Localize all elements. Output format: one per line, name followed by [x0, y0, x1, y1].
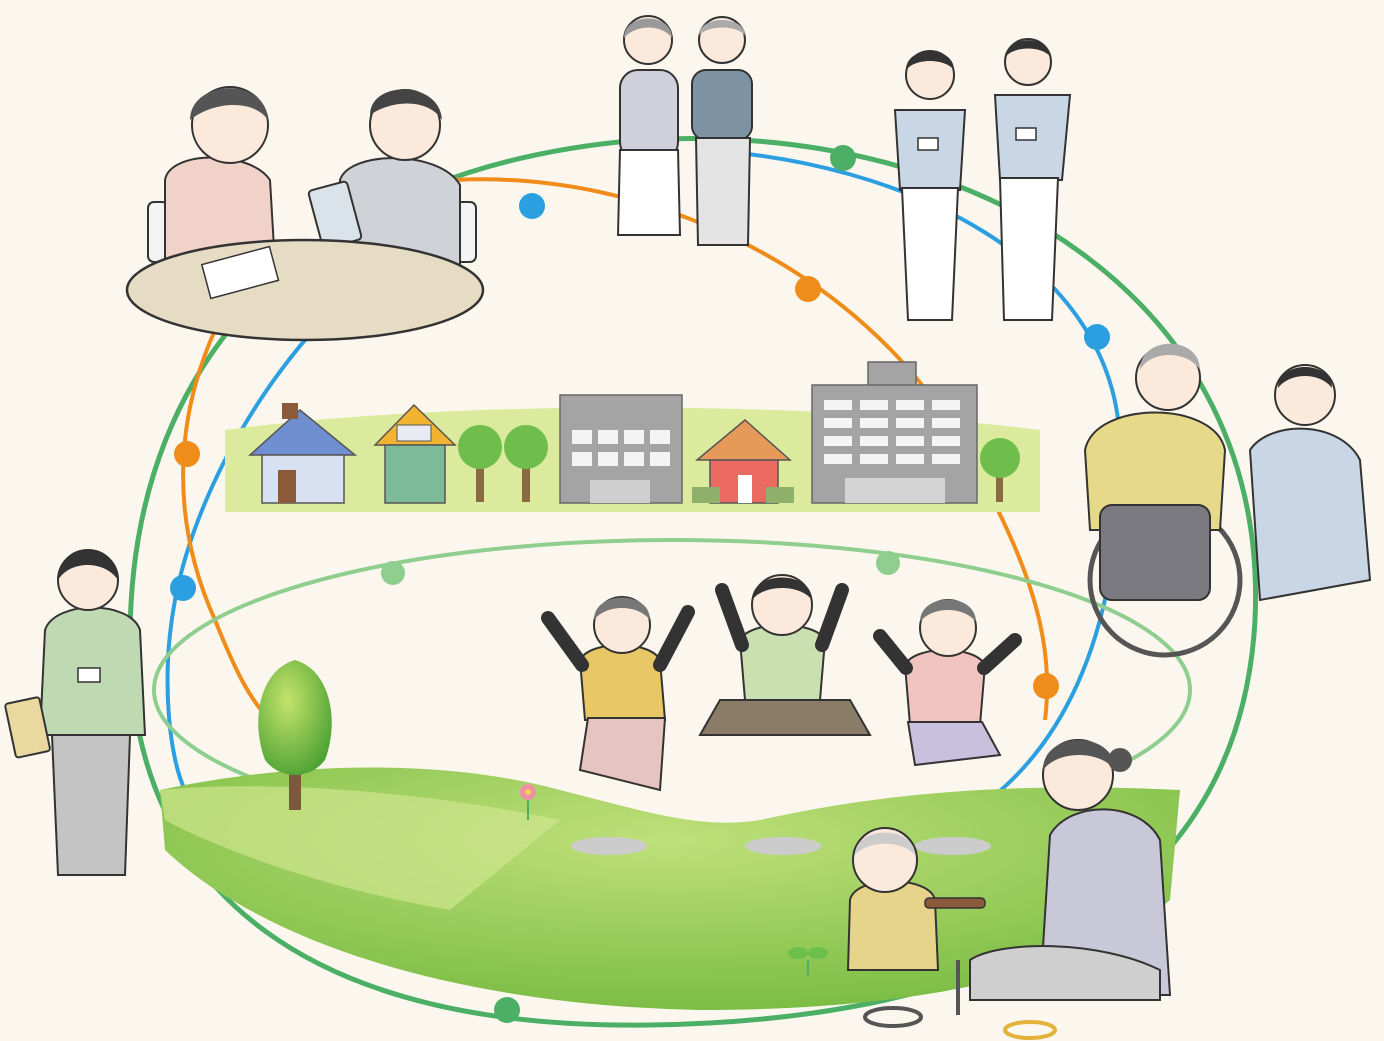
child-boy-green	[698, 574, 872, 736]
orange-dot	[795, 276, 821, 302]
orange-dot	[1033, 673, 1059, 699]
outer-green-ring	[127, 136, 1259, 1028]
house-icon	[248, 403, 358, 504]
flower-icon	[520, 784, 536, 820]
light-green-dot	[876, 551, 900, 575]
elderly-couple-icon	[616, 15, 753, 246]
mother-child-play-icon	[846, 739, 1172, 1040]
blue-dot	[170, 575, 196, 601]
child-girl-yellow	[541, 596, 695, 792]
house-icon	[692, 419, 794, 504]
sprout-icon	[788, 947, 828, 975]
care-staff-icon	[893, 38, 1072, 321]
town-buildings-icon	[225, 361, 1040, 512]
green-dot	[494, 997, 520, 1023]
blue-dot	[1084, 324, 1110, 350]
orange-dot	[174, 441, 200, 467]
house-icon	[373, 403, 457, 504]
stepping-stone	[915, 837, 991, 855]
light-green-dot	[381, 561, 405, 585]
consultation-table-icon	[125, 86, 485, 342]
staff-woman-icon	[4, 549, 147, 876]
tree-icon	[258, 660, 332, 810]
orange-ring	[181, 177, 1050, 722]
hospital-building-icon	[811, 361, 978, 504]
green-dot	[830, 145, 856, 171]
stepping-stone	[571, 837, 647, 855]
wheelchair-care-icon	[1083, 343, 1372, 658]
stepping-stone	[745, 837, 821, 855]
child-girl-pink	[873, 599, 1022, 767]
ring-dots	[170, 145, 1110, 1023]
jumping-children-icon	[541, 574, 1022, 792]
tree-icon	[980, 438, 1020, 502]
office-building-icon	[559, 394, 683, 504]
tree-icon	[458, 425, 548, 502]
blue-dot	[519, 193, 545, 219]
